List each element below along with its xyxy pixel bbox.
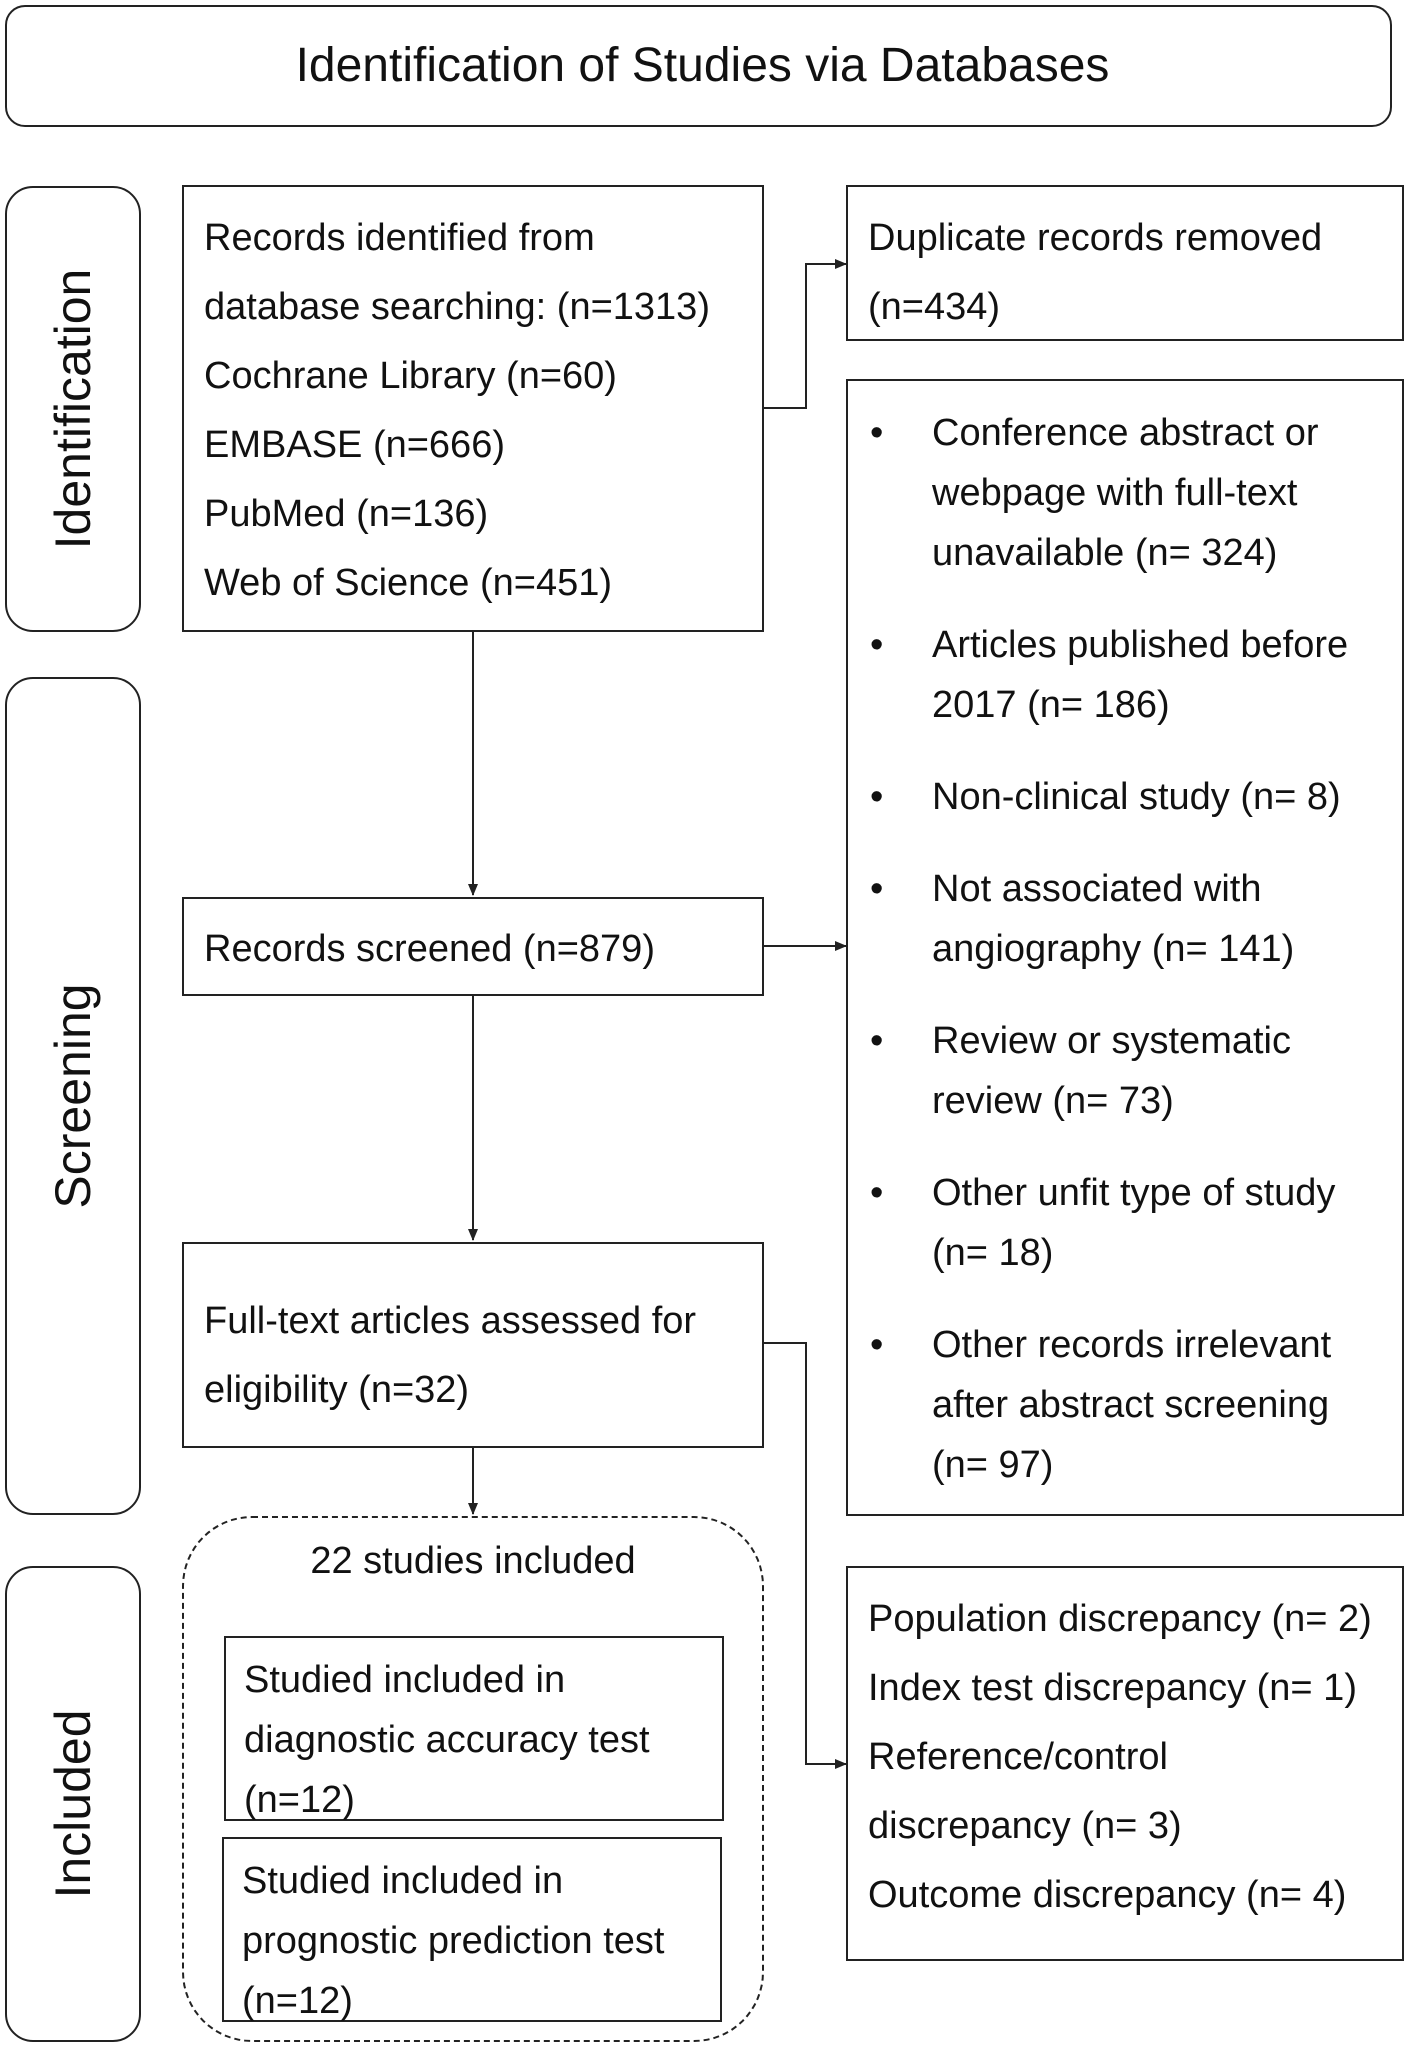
- fulltext-exclusion-line: Outcome discrepancy (n= 4): [868, 1874, 1347, 1916]
- bullet-icon: •: [870, 1172, 884, 1214]
- exclusion-text: Conference abstract or webpage with full…: [932, 412, 1319, 574]
- prognostic-text: Studied included in prognostic predictio…: [242, 1860, 665, 2022]
- bullet-icon: •: [870, 1324, 884, 1366]
- fulltext-exclusion-line: Index test discrepancy (n= 1): [868, 1667, 1357, 1709]
- fulltext-assessed-box: Full-text articles assessed for eligibil…: [182, 1242, 764, 1448]
- duplicates-line: (n=434): [868, 286, 1001, 328]
- records-identified-line: EMBASE (n=666): [204, 424, 505, 466]
- fulltext-exclusions-box: Population discrepancy (n= 2) Index test…: [846, 1566, 1404, 1961]
- bullet-icon: •: [870, 776, 884, 818]
- records-screened-box: Records screened (n=879): [182, 897, 764, 996]
- bullet-icon: •: [870, 624, 884, 666]
- records-identified-box: Records identified from database searchi…: [182, 185, 764, 632]
- bullet-icon: •: [870, 868, 884, 910]
- exclusion-item: • Conference abstract or webpage with fu…: [868, 403, 1382, 583]
- exclusion-item: • Other records irrelevant after abstrac…: [868, 1315, 1382, 1495]
- fulltext-line: eligibility (n=32): [204, 1369, 470, 1411]
- exclusion-text: Other records irrelevant after abstract …: [932, 1324, 1332, 1486]
- fulltext-line: Full-text articles assessed for: [204, 1300, 697, 1342]
- records-identified-line: PubMed (n=136): [204, 493, 489, 535]
- exclusion-item: • Other unfit type of study (n= 18): [868, 1163, 1382, 1283]
- records-identified-line: Records identified from: [204, 217, 595, 259]
- exclusion-item: • Not associated with angiography (n= 14…: [868, 859, 1382, 979]
- exclusion-text: Not associated with angiography (n= 141): [932, 868, 1295, 970]
- diagram-title: Identification of Studies via Databases: [295, 39, 1110, 92]
- duplicates-line: Duplicate records removed: [868, 217, 1323, 259]
- exclusion-text: Review or systematic review (n= 73): [932, 1020, 1291, 1122]
- records-identified-line: Cochrane Library (n=60): [204, 355, 617, 397]
- included-studies-group: 22 studies included: [182, 1516, 764, 2042]
- prognostic-prediction-box: Studied included in prognostic predictio…: [222, 1837, 722, 2022]
- arrow-fulltext-to-fulltext-exclusions: [764, 1342, 847, 1769]
- bullet-icon: •: [870, 412, 884, 454]
- screening-exclusions-box: • Conference abstract or webpage with fu…: [846, 379, 1404, 1516]
- included-title: 22 studies included: [310, 1540, 636, 1582]
- exclusion-list: • Conference abstract or webpage with fu…: [868, 403, 1382, 1527]
- arrow-identified-to-duplicates: [764, 259, 847, 409]
- bullet-icon: •: [870, 1020, 884, 1062]
- duplicates-removed-box: Duplicate records removed (n=434): [846, 185, 1404, 341]
- exclusion-text: Non-clinical study (n= 8): [932, 776, 1341, 818]
- exclusion-text: Other unfit type of study (n= 18): [932, 1172, 1336, 1274]
- fulltext-exclusion-line: Reference/control: [868, 1736, 1168, 1778]
- records-identified-line: database searching: (n=1313): [204, 286, 710, 328]
- exclusion-text: Articles published before 2017 (n= 186): [932, 624, 1349, 726]
- fulltext-exclusion-line: discrepancy (n= 3): [868, 1805, 1182, 1847]
- phase-identification: Identification: [5, 186, 141, 632]
- fulltext-exclusion-line: Population discrepancy (n= 2): [868, 1598, 1372, 1640]
- phase-included: Included: [5, 1566, 141, 2042]
- exclusion-item: • Articles published before 2017 (n= 186…: [868, 615, 1382, 735]
- records-identified-line: Web of Science (n=451): [204, 562, 613, 604]
- records-screened-label: Records screened (n=879): [204, 928, 655, 970]
- diagnostic-text: Studied included in diagnostic accuracy …: [244, 1659, 650, 1821]
- diagram-header: [5, 5, 1392, 127]
- phase-screening: Screening: [5, 677, 141, 1515]
- exclusion-item: • Review or systematic review (n= 73): [868, 1011, 1382, 1131]
- diagnostic-accuracy-box: Studied included in diagnostic accuracy …: [224, 1636, 724, 1821]
- exclusion-item: • Non-clinical study (n= 8): [868, 767, 1382, 827]
